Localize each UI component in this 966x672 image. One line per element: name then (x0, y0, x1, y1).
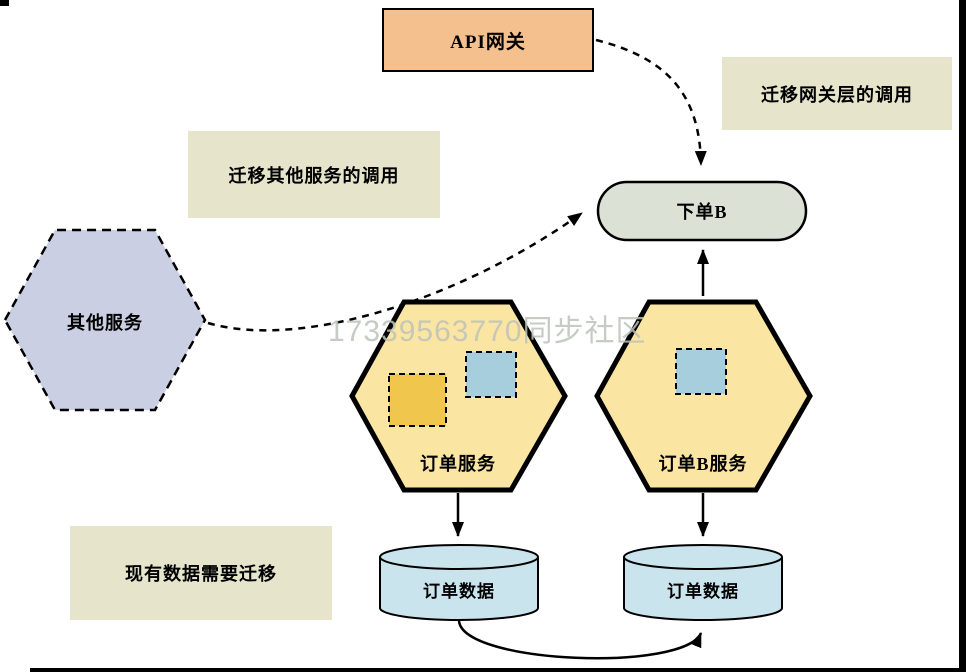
api-gateway-box (382, 8, 594, 72)
module-square-blue-left (465, 351, 517, 398)
cylinder-left-top (379, 544, 539, 570)
arrow-data-to-data (457, 620, 703, 660)
order-service-label: 订单服务 (420, 454, 496, 474)
order-b-service-hexagon (594, 299, 813, 493)
order-b-pill (596, 180, 808, 242)
module-square-blue-right (675, 348, 727, 395)
order-data-cylinder-right (623, 544, 783, 621)
note-services-label: 迁移其他服务的调用 (228, 165, 400, 186)
note-data-bg (70, 526, 332, 620)
note-data-label: 现有数据需要迁移 (125, 564, 277, 584)
note-gateway-bg (722, 57, 952, 130)
order-b-label: 下单B (676, 202, 728, 222)
scan-edge-bottom (30, 668, 966, 672)
arrow-api-to-orderb (595, 38, 707, 166)
note-gateway-label: 迁移网关层的调用 (761, 84, 913, 105)
other-services-label: 其他服务 (67, 313, 143, 333)
cylinder-left-body (379, 557, 539, 621)
note-services-bg (188, 131, 440, 218)
watermark-text: 17339563770同步社区 (328, 315, 647, 348)
other-services-hexagon (3, 228, 207, 412)
order-data-right-label: 订单数据 (667, 581, 739, 601)
arrow-others-to-orderb (207, 211, 583, 332)
cylinder-right-top (623, 544, 783, 570)
order-data-left-label: 订单数据 (423, 581, 495, 601)
order-service-hexagon (349, 299, 568, 493)
order-b-service-label: 订单B服务 (658, 454, 748, 474)
module-square-yellow (388, 373, 447, 427)
order-data-cylinder-left (379, 544, 539, 621)
cylinder-right-body (623, 557, 783, 621)
api-gateway-label: API网关 (450, 31, 526, 53)
scan-corner-topleft (0, 0, 9, 6)
scan-edge-right (959, 0, 966, 672)
